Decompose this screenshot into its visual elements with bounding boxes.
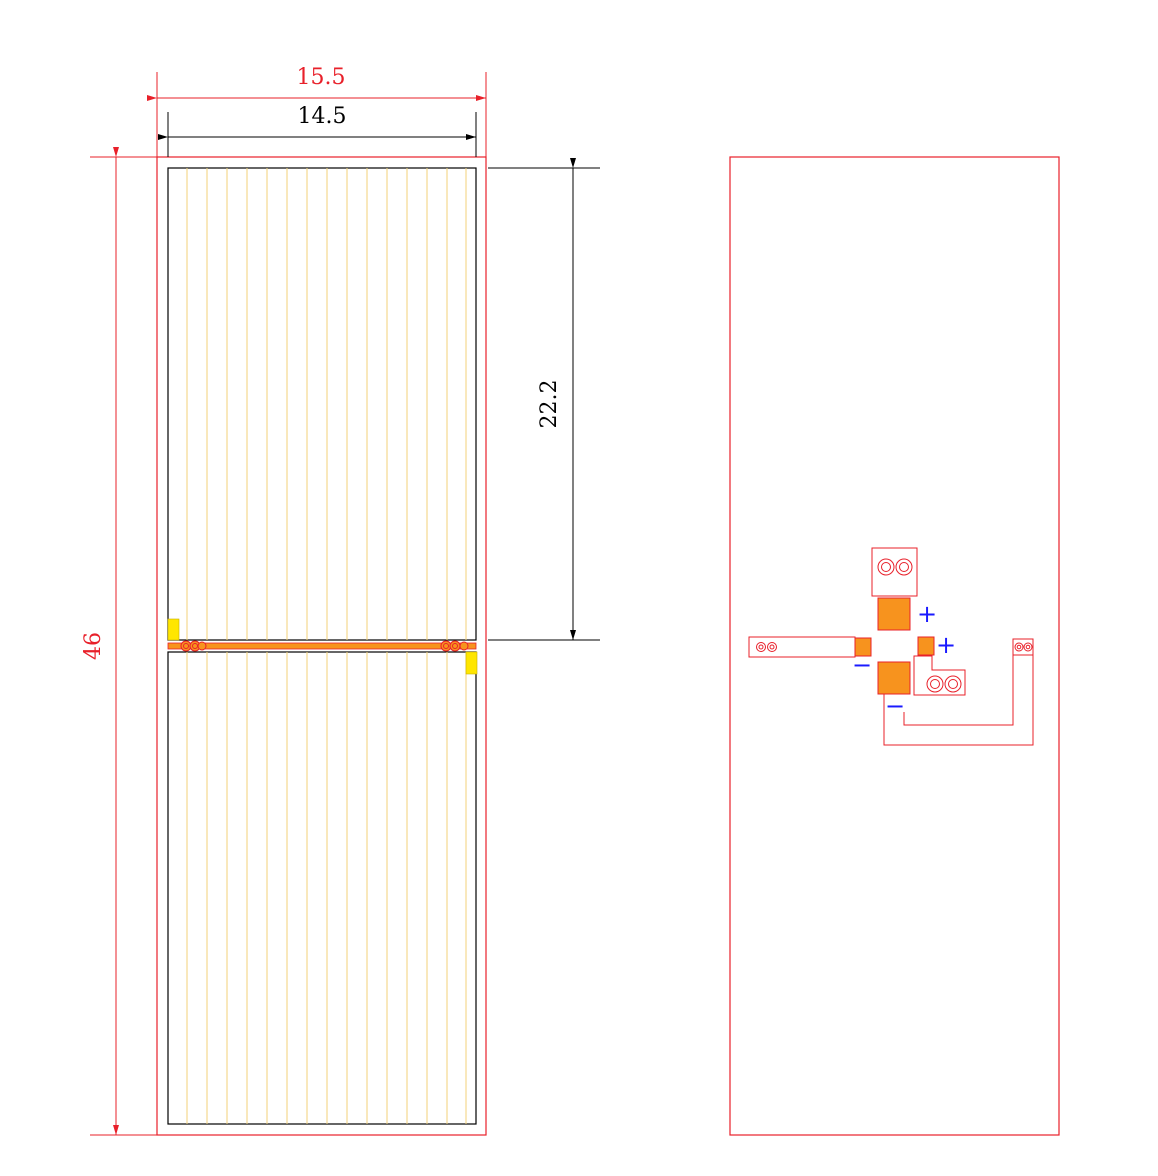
positive-pad-upper — [877, 597, 911, 631]
right-solder-pads — [440, 640, 469, 652]
dim-overall-height-label: 46 — [81, 632, 106, 660]
back-panel-outline — [729, 156, 1060, 1136]
right-lead-holes — [1014, 642, 1033, 652]
upper-cell-frame — [167, 167, 477, 641]
dim-inner-width-label: 14.5 — [298, 104, 347, 129]
dim-inner-width — [158, 112, 477, 157]
lower-connector-holes — [926, 675, 962, 693]
lower-finger-lines — [186, 652, 467, 1124]
upper-connector-holes — [877, 558, 913, 576]
right-small-pad — [917, 636, 935, 656]
dim-cell-height — [488, 158, 600, 641]
front-view — [156, 156, 487, 1136]
lower-connector — [913, 655, 966, 696]
bus-bar — [167, 642, 477, 650]
negative-pad-lower — [877, 661, 911, 695]
upper-finger-lines — [186, 168, 467, 640]
plus-sign-upper: + — [917, 600, 937, 628]
dim-cell-height-label: 22.2 — [537, 380, 562, 429]
left-tab — [167, 618, 180, 641]
dim-overall-width — [147, 72, 487, 157]
left-solder-pads — [180, 640, 207, 652]
right-tab — [465, 651, 478, 675]
back-view: + − + − — [729, 156, 1060, 1136]
minus-sign-left: − — [852, 651, 872, 679]
dim-overall-height — [90, 147, 157, 1136]
panel-outline — [156, 156, 487, 1136]
minus-sign-lower: − — [885, 692, 905, 720]
left-lead-holes — [756, 642, 777, 652]
left-lead-strip — [748, 636, 856, 658]
plus-sign-right: + — [936, 631, 956, 659]
lower-cell-frame — [167, 651, 477, 1125]
dim-overall-width-label: 15.5 — [297, 65, 346, 90]
left-small-pad — [854, 637, 872, 657]
